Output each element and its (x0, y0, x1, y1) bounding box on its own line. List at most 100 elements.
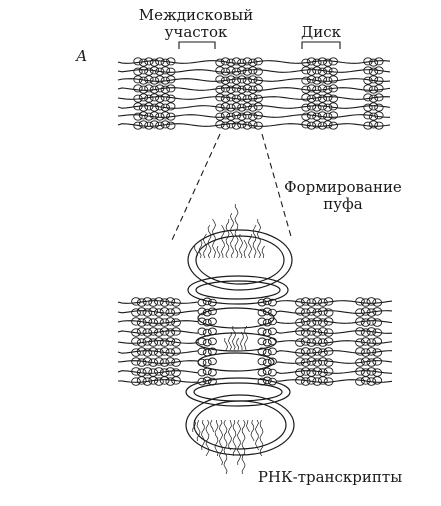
top-band-coil (301, 111, 338, 121)
interband-label-line1: Междисковый (139, 6, 253, 24)
puff-loop-upper-mid (187, 275, 289, 305)
top-band-coil (215, 57, 263, 67)
rna-transcript-upper (212, 218, 216, 259)
rna-transcript-lower (210, 419, 214, 433)
rna-transcript-lower (192, 419, 196, 433)
rna-transcripts-label: РНК-транскрипты (258, 468, 402, 486)
bottom-band-coil (355, 317, 383, 327)
bottom-band-coil (355, 337, 383, 347)
bottom-strand-right (275, 360, 393, 364)
puff-loops (185, 229, 295, 456)
band-bracket (301, 41, 341, 49)
bottom-band-coil (355, 357, 383, 367)
puff-base-coil-right (257, 297, 277, 307)
top-band-coil (363, 111, 384, 121)
bottom-strand-right (275, 320, 393, 324)
puff-label-line1: Формирование (284, 178, 402, 196)
top-band-coil (301, 57, 338, 67)
rna-transcript-upper (248, 233, 252, 259)
puff-base-coil-right (257, 376, 277, 386)
top-band-coil (133, 111, 176, 121)
rna-transcript-lower (205, 419, 210, 457)
top-band-coil (215, 111, 263, 121)
rna-transcript-upper (198, 239, 203, 259)
puff-base-coil-left (197, 297, 217, 307)
top-band-coil (363, 84, 384, 94)
rna-transcript-lower (232, 419, 237, 457)
top-band-coil (133, 75, 176, 85)
bottom-strand-left (117, 300, 199, 304)
bottom-band-coil (295, 327, 334, 337)
puff-base-coil-left (197, 376, 217, 386)
top-band-coil (363, 120, 384, 130)
puff-base-coil-left (197, 367, 217, 377)
puff-base-coil-right (257, 327, 277, 337)
puff-base-coil-left (197, 317, 217, 327)
rna-transcript-middle (228, 331, 232, 351)
top-band-coil (133, 57, 176, 67)
rna-transcript-middle (224, 337, 228, 351)
bottom-strand-right (275, 310, 393, 314)
bottom-strand-right (275, 330, 393, 334)
rna-transcript-lower (237, 419, 241, 466)
puff-base-coil-right (257, 317, 277, 327)
puff-loop-lower-mid (185, 377, 291, 407)
bottom-strand-right (275, 350, 393, 354)
puff-base-coil-left (197, 327, 217, 337)
bottom-band-coil (131, 317, 181, 327)
top-band-coil (301, 84, 338, 94)
bottom-band-coil (131, 376, 181, 386)
rna-transcript-middle (240, 331, 244, 351)
bottom-band-coil (295, 317, 334, 327)
puff-base-coil-left (197, 337, 217, 347)
rna-transcript-lower (250, 419, 255, 442)
interband-label-line2: участок (165, 23, 228, 41)
bottom-band-coil (295, 337, 334, 347)
top-band-coil (133, 93, 176, 103)
rna-transcript-upper (230, 212, 234, 259)
rna-transcript-lower (259, 419, 264, 457)
bottom-band-coil (355, 347, 383, 357)
top-band-coil (301, 75, 338, 85)
bottom-band-coil (295, 367, 334, 377)
puff-loop-upper-mid-inner (195, 280, 281, 300)
rna-transcript-upper (221, 224, 225, 259)
top-band-coil (215, 84, 263, 94)
guide-line-right (261, 133, 293, 241)
bottom-band-coil (295, 376, 334, 386)
rna-transcript-upper (252, 224, 257, 259)
top-band-coil (215, 120, 263, 130)
top-band-coil (363, 102, 384, 112)
top-strand (117, 69, 391, 73)
rna-transcript-lower (246, 419, 250, 433)
top-band-coil (215, 102, 263, 112)
rna-transcript-lower (241, 419, 246, 475)
rna-transcript-upper (203, 233, 207, 259)
puff-base-coil-left (197, 357, 217, 367)
top-band-coil (133, 102, 176, 112)
top-band-coil (363, 75, 384, 85)
rna-transcripts (192, 203, 265, 475)
rna-transcript-middle (236, 337, 240, 351)
top-band-coil (215, 75, 263, 85)
bottom-band-coil (295, 307, 334, 317)
rna-transcript-upper (216, 245, 221, 259)
top-band-coil (133, 120, 176, 130)
puff-base-coil-right (257, 307, 277, 317)
puff-loop-lower-large-inner (193, 400, 287, 450)
top-band-coil (215, 66, 263, 76)
rna-transcript-middle (232, 325, 236, 351)
puff-base-coil-right (257, 367, 277, 377)
bottom-band-coil (355, 307, 383, 317)
bottom-band-coil (131, 337, 181, 347)
rna-transcript-lower (214, 419, 219, 457)
rna-transcript-upper (234, 203, 239, 259)
top-band-coil (133, 84, 176, 94)
bottom-strand-right (275, 370, 393, 374)
guide-line-left (171, 133, 221, 241)
bottom-strand-right (275, 340, 393, 344)
top-band-coil (363, 57, 384, 67)
interband-bracket (178, 41, 216, 49)
puff-base-coil-right (257, 357, 277, 367)
